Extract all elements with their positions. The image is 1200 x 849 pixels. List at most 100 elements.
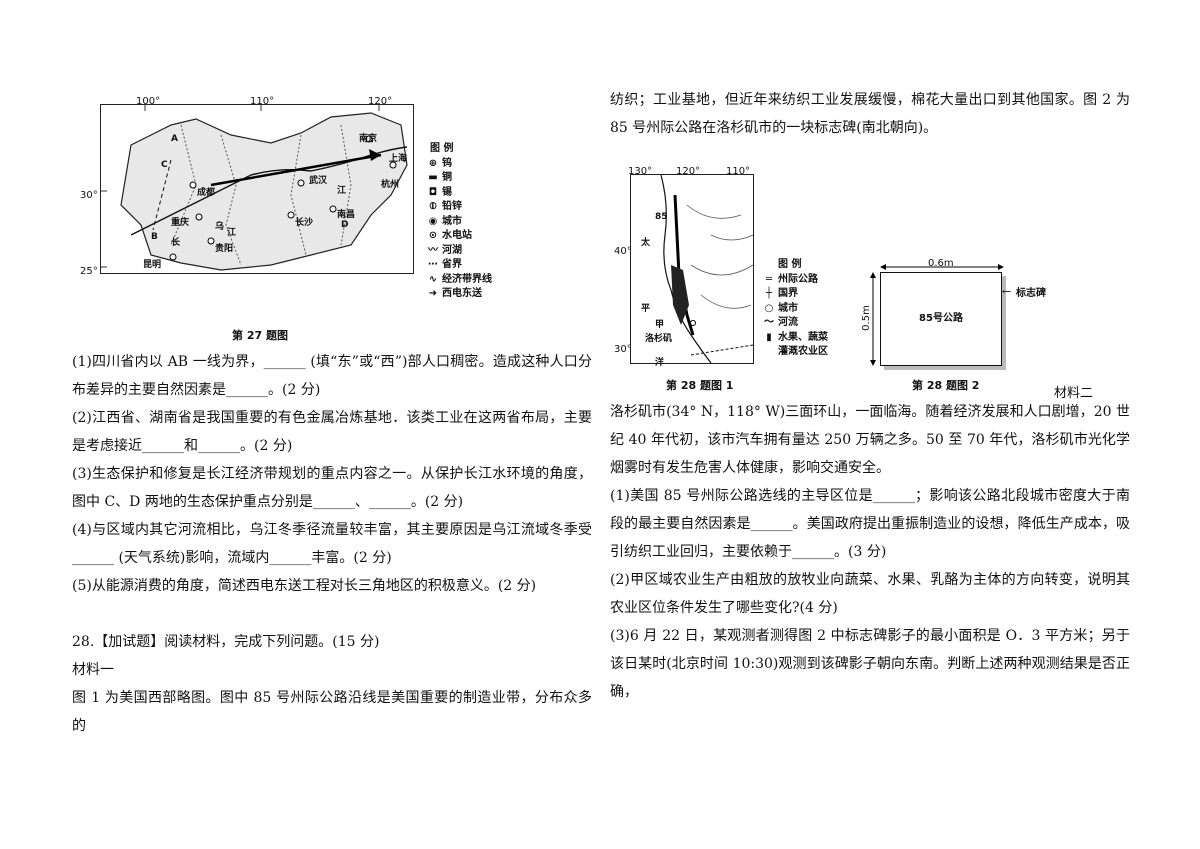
legend-item: 〜河流: [760, 316, 828, 331]
river-icon: 〰: [428, 244, 438, 256]
legend-item: ⊕钨: [424, 157, 492, 172]
west-east-power-arrow-icon: ➜: [428, 288, 438, 299]
figure-27-legend: 图 例 ⊕钨 ▬铜 ◘锡 ⦶铅锌 ◉城市 ⊙水电站 〰河湖 ⋯省界 ∿经济带界线…: [424, 142, 492, 302]
lat-tick: 25°: [80, 266, 98, 277]
lon-tick: 120°: [676, 166, 701, 177]
lon-tick: 100°: [136, 96, 161, 107]
highway-sign: 85号公路: [880, 272, 1002, 366]
question-28-1: (1)美国 85 号州际公路选线的主导区位是______；影响该公路北段城市密度…: [610, 488, 1130, 560]
lat-tick: 40°: [614, 246, 632, 257]
map-label-changsha: 长沙: [295, 218, 314, 228]
sign-pointer-label: 标志碑: [1016, 288, 1046, 299]
lat-tick: 30°: [614, 344, 632, 355]
city-icon: ◉: [428, 215, 438, 227]
map-label-b: B: [151, 232, 158, 242]
legend-title: 图 例: [778, 259, 802, 270]
question-27-5: (5)从能源消费的角度，简述西电东送工程对长三角地区的积极意义。(2 分): [72, 578, 537, 594]
legend-item: ➜西电东送: [424, 287, 492, 302]
sign-width-label: 0.6m: [928, 258, 954, 269]
region-outline: [120, 112, 408, 271]
map-label-85: 85: [655, 212, 668, 222]
question-28-2: (2)甲区域农业生产由粗放的放牧业向蔬菜、水果、乳酪为主体的方向转变，说明其农业…: [610, 572, 1130, 616]
map-label-ping: 平: [641, 304, 651, 314]
map-label-d: D: [341, 220, 349, 230]
map-label-yang: 洋: [655, 358, 665, 368]
province-border-icon: ⋯: [428, 259, 438, 270]
lon-tick: 120°: [368, 96, 393, 107]
material-1-title: 材料一: [72, 662, 114, 678]
question-27-2: (2)江西省、湖南省是我国重要的有色金属冶炼基地．该类工业在这两省布局，主要是考…: [72, 410, 592, 454]
legend-item: ∿经济带界线: [424, 273, 492, 288]
left-column: 100° 110° 120° 30° 25°: [72, 86, 592, 740]
map-label-guiyang: 贵阳: [215, 244, 234, 254]
figure-27: 100° 110° 120° 30° 25°: [72, 86, 592, 348]
interstate-highway-icon: ═: [765, 273, 773, 285]
legend-item: ◉城市: [424, 215, 492, 230]
city-icon: ○: [764, 302, 774, 314]
legend-item: ○城市: [760, 302, 828, 317]
map-label-chengdu: 成都: [197, 188, 216, 198]
question-27-3: (3)生态保护和修复是长江经济带规划的重点内容之一。从保护长江水环境的角度，图中…: [72, 466, 592, 510]
lon-tick: 110°: [250, 96, 275, 107]
question-27-1: (1)四川省内以 AB 一线为界，______ (填“东”或“西”)部人口稠密。…: [72, 354, 592, 398]
map-label-shanghai: 上海: [389, 154, 408, 164]
legend-title: 图 例: [430, 143, 454, 154]
legend-item: ┼国界: [760, 287, 828, 302]
legend-item: ▮水果、蔬菜: [760, 331, 828, 346]
national-border: [690, 344, 754, 356]
hydropower-icon: ⊙: [428, 230, 438, 241]
tin-icon: ◘: [428, 186, 438, 198]
figure-28-2-caption: 第 28 题图 2: [912, 379, 980, 392]
legend-item: ◘锡: [424, 186, 492, 201]
lead-zinc-icon: ⦶: [429, 201, 437, 212]
question-28-3: (3)6 月 22 日，某观测者测得图 2 中标志碑影子的最小面积是 O．3 平…: [610, 628, 1130, 700]
right-column: 纺织；工业基地，但近年来纺织工业发展缓慢，棉花大量出口到其他国家。图 2 为 8…: [610, 86, 1130, 706]
legend-item: 灌溉农业区: [778, 346, 828, 357]
legend-item: ═州际公路: [760, 273, 828, 288]
legend-item: ⊙水电站: [424, 229, 492, 244]
map-label-jia: 甲: [655, 320, 665, 330]
legend-item: ⦶铅锌: [424, 200, 492, 215]
sign-text: 85号公路: [919, 313, 963, 324]
question-27-4: (4)与区域内其它河流相比，乌江冬季径流量较丰富，其主要原因是乌江流域冬季受__…: [72, 522, 592, 566]
coastline: [660, 174, 712, 364]
map-label-chang: 长: [171, 238, 181, 248]
question-28-heading: 28.【加试题】阅读材料，完成下列问题。(15 分): [72, 634, 380, 650]
figure-28-1-caption: 第 28 题图 1: [666, 379, 734, 392]
sign-pointer-arrow-icon: ←: [1002, 285, 1012, 298]
copper-icon: ▬: [428, 172, 438, 183]
lon-tick: 130°: [628, 166, 653, 177]
legend-item: ▬铜: [424, 171, 492, 186]
us-west-map: 85 太 平 甲 洛杉矶 洋: [630, 174, 754, 368]
map-label-jiang2: 江: [227, 228, 237, 238]
map-label-a: A: [171, 134, 178, 144]
map-label-chongqing: 重庆: [171, 218, 190, 228]
map-label-la: 洛杉矶: [645, 334, 673, 344]
map-label-wu: 乌: [215, 222, 225, 232]
material-1-continued: 纺织；工业基地，但近年来纺织工业发展缓慢，棉花大量出口到其他国家。图 2 为 8…: [610, 92, 1130, 136]
us-west-map-svg: [660, 174, 754, 364]
lat-tick: 30°: [80, 190, 98, 201]
national-border-icon: ┼: [765, 288, 773, 299]
irrigated-farm-area: [671, 265, 689, 325]
legend-item: 〰河湖: [424, 244, 492, 259]
irrigated-farm-icon: ▮: [766, 331, 772, 343]
legend-item: ⋯省界: [424, 258, 492, 273]
yangtze-map: A C B D 成都 重庆 贵阳 昆明 长沙 南昌 武汉 南京 上海 杭州 长 …: [100, 104, 414, 274]
map-label-nanchang: 南昌: [337, 210, 356, 220]
map-label-jiang: 江: [337, 186, 347, 196]
material-2-title: 材料二: [1054, 386, 1094, 401]
map-label-kunming: 昆明: [143, 260, 162, 270]
river-icon: 〜: [764, 317, 774, 328]
figure-28-1-legend: 图 例 ═州际公路 ┼国界 ○城市 〜河流 ▮水果、蔬菜 灌溉农业区: [760, 258, 828, 360]
figure-27-caption: 第 27 题图: [232, 329, 288, 342]
map-label-nanjing: 南京: [359, 134, 378, 144]
figure-28: 130° 120° 110° 40° 30° 85 太 平 甲 洛杉矶 洋 图 …: [610, 158, 1130, 444]
sign-height-arrow: [870, 272, 876, 366]
economic-belt-line-icon: ∿: [428, 273, 438, 285]
sign-width-arrow: [880, 264, 1004, 270]
map-label-hangzhou: 杭州: [381, 180, 400, 190]
map-label-c: C: [161, 160, 168, 170]
yangtze-map-svg: [101, 105, 408, 271]
material-2-text: 洛杉矶市(34° N，118° W)三面环山，一面临海。随着经济发展和人口剧增，…: [610, 404, 1130, 476]
